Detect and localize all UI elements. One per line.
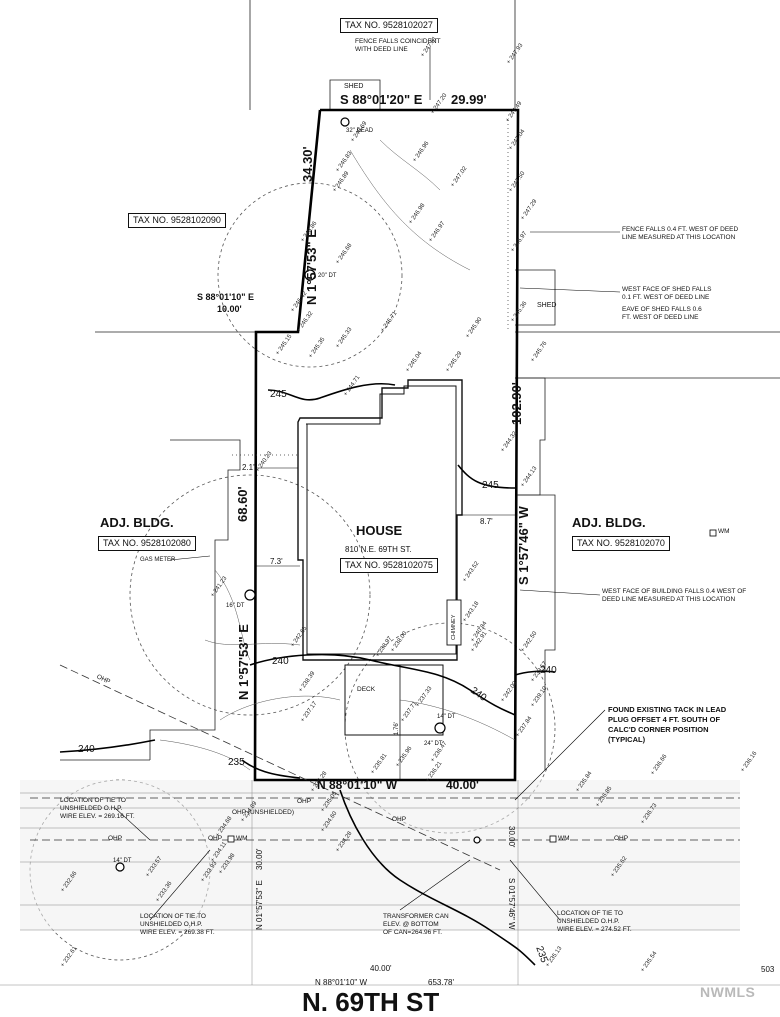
dim-8-7: 8.7' bbox=[480, 517, 493, 526]
contour-label: 240 bbox=[272, 656, 289, 667]
dist-south-line: 40.00' bbox=[446, 778, 479, 792]
contour-label: 245 bbox=[482, 480, 499, 491]
tree-label: 32" DEAD bbox=[346, 128, 374, 134]
sheet-number: 503 bbox=[761, 965, 775, 974]
tree-label: 24" DT bbox=[424, 741, 443, 747]
tree-label: 16" DT bbox=[226, 603, 245, 609]
house-address: 810 N.E. 69TH ST. bbox=[345, 545, 412, 554]
deck-label: DECK bbox=[357, 686, 376, 693]
dist-west-upper: 34.30' bbox=[300, 146, 315, 182]
bearing-row-west: N 01°57'53" E bbox=[255, 880, 264, 930]
street-name: N. 69TH ST bbox=[302, 987, 440, 1017]
ohp-label: OHP bbox=[392, 816, 407, 823]
contour-label: 235 bbox=[228, 757, 245, 768]
street-dist-2: 653.78' bbox=[428, 978, 454, 987]
bearing-jog: S 88°01'10" E bbox=[197, 292, 255, 302]
contour-label: 245 bbox=[270, 389, 287, 400]
ohp-label: OHP bbox=[614, 835, 629, 842]
bearing-south-line: N 88°01'10" W bbox=[317, 778, 398, 792]
dim-2-1: 2.1' bbox=[242, 463, 255, 472]
house-label: HOUSE bbox=[356, 523, 403, 538]
ohp-label: OHP bbox=[208, 835, 223, 842]
adj-bldg-east-label: ADJ. BLDG. bbox=[572, 515, 646, 530]
ohp-unshielded-label: OHP (UNSHIELDED) bbox=[232, 809, 295, 816]
dist-row-east: 30.00' bbox=[507, 826, 516, 848]
contour-label: 240 bbox=[78, 744, 95, 755]
tax-parcel-east-bldg: TAX NO. 9528102070 bbox=[572, 536, 670, 551]
ohp-label: OHP bbox=[108, 835, 123, 842]
dim-7-3: 7.3' bbox=[270, 557, 283, 566]
shed-top-label: SHED bbox=[344, 83, 364, 90]
bearing-west-lower: N 1°57'53" E bbox=[236, 624, 251, 700]
contour-label: 240 bbox=[540, 665, 557, 676]
nwmls-watermark: NWMLS bbox=[700, 984, 756, 1000]
tax-parcel-north: TAX NO. 9528102027 bbox=[340, 18, 438, 33]
dim-1-76: 1.76' bbox=[394, 722, 400, 735]
ohp-label: OHP bbox=[297, 798, 312, 805]
tree-label: 20" DT bbox=[318, 273, 337, 279]
dist-jog: 10.00' bbox=[217, 304, 242, 314]
dist-west-lower: 68.60' bbox=[235, 486, 250, 522]
tax-parcel-west-upper: TAX NO. 9528102090 bbox=[128, 213, 226, 228]
tree-label: 14" DT bbox=[437, 714, 456, 720]
tax-parcel-west-bldg: TAX NO. 9528102080 bbox=[98, 536, 196, 551]
bearing-row-east: S 01°57'46" W bbox=[507, 878, 516, 930]
bearing-north-line: S 88°01'20" E bbox=[340, 92, 423, 107]
dist-north-line: 29.99' bbox=[451, 92, 487, 107]
water-meter-label: WM bbox=[558, 835, 570, 842]
shed-east-label: SHED bbox=[537, 302, 557, 309]
adj-bldg-west-label: ADJ. BLDG. bbox=[100, 515, 174, 530]
street-dist-1: 40.00' bbox=[370, 964, 392, 973]
dist-east-line: 102.90' bbox=[509, 382, 524, 425]
street-bearing: N 88°01'10" W bbox=[315, 978, 368, 987]
tax-parcel-subject: TAX NO. 9528102075 bbox=[340, 558, 438, 573]
water-meter-label: WM bbox=[236, 835, 248, 842]
bearing-east-line: S 1°57'46" W bbox=[516, 506, 531, 585]
dist-row-west: 30.00' bbox=[255, 848, 264, 870]
tree-label: 14" DT bbox=[113, 858, 132, 864]
gas-meter-label: GAS METER bbox=[140, 557, 176, 563]
water-meter-label: WM bbox=[718, 528, 730, 535]
chimney-label: CHIMNEY bbox=[451, 614, 457, 640]
